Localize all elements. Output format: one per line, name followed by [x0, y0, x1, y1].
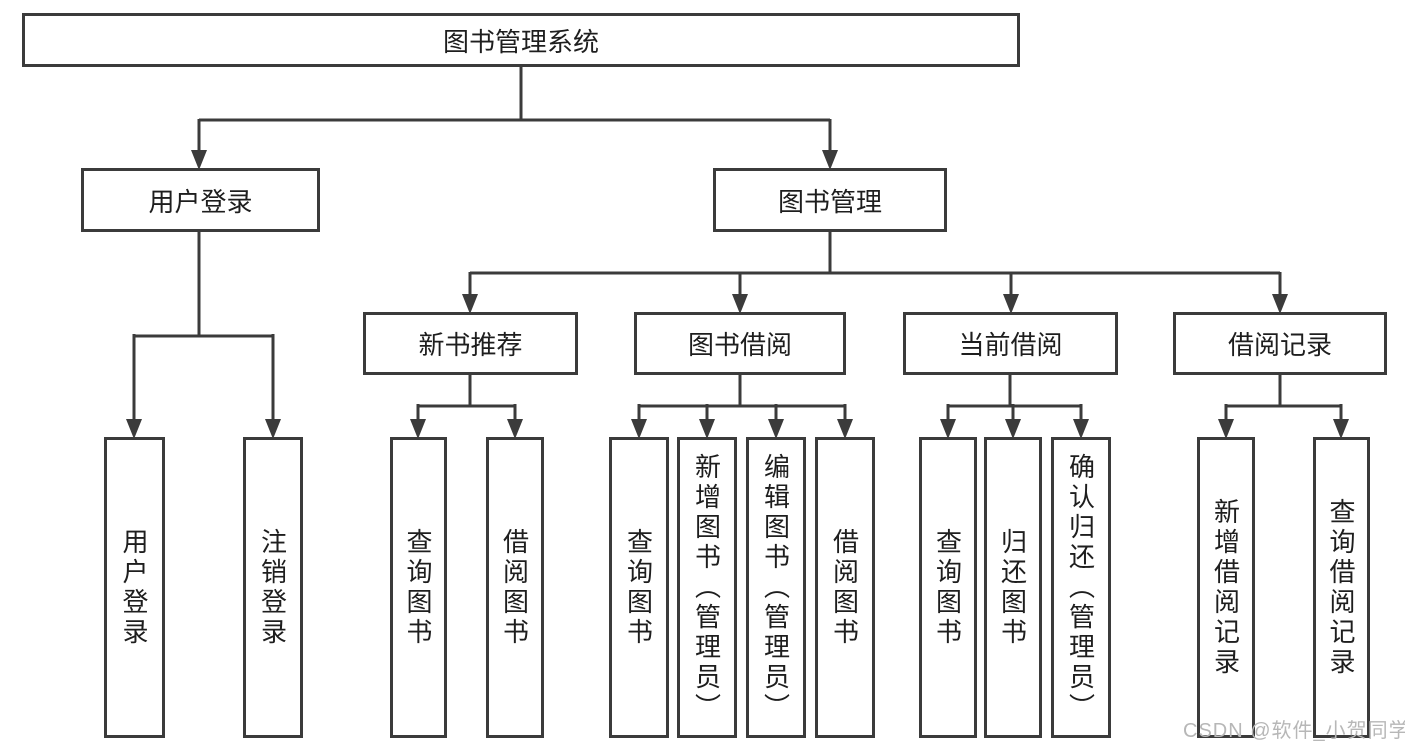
leaf-edit-books-admin: 编辑图书（管理员）	[746, 437, 806, 738]
leaf-add-books-admin: 新增图书（管理员）	[677, 437, 737, 738]
leaf-borrow-books-recommend-label: 借阅图书	[499, 527, 530, 648]
leaf-borrow-books-borrowing-label: 借阅图书	[829, 527, 860, 648]
leaf-borrow-books-recommend: 借阅图书	[486, 437, 544, 738]
leaf-query-books-current: 查询图书	[919, 437, 977, 738]
leaf-logout-login-label: 注销登录	[257, 527, 288, 648]
node-current-borrowing: 当前借阅	[903, 312, 1118, 375]
leaf-return-books: 归还图书	[984, 437, 1042, 738]
csdn-watermark: CSDN @软件_小贺同学	[1183, 720, 1405, 742]
leaf-query-borrow-record-label: 查询借阅记录	[1326, 497, 1356, 678]
node-new-book-recommend: 新书推荐	[363, 312, 578, 375]
leaf-borrow-books-borrowing: 借阅图书	[815, 437, 875, 738]
leaf-user-login: 用户登录	[104, 437, 165, 738]
leaf-query-books-current-label: 查询图书	[932, 527, 963, 648]
leaf-logout-login: 注销登录	[243, 437, 303, 738]
leaf-confirm-return-admin-label: 确认归还（管理员）	[1065, 452, 1096, 723]
node-book-borrowing: 图书借阅	[634, 312, 846, 375]
node-book-management: 图书管理	[713, 168, 947, 232]
leaf-confirm-return-admin: 确认归还（管理员）	[1051, 437, 1111, 738]
leaf-edit-books-admin-label: 编辑图书（管理员）	[760, 452, 791, 723]
leaf-query-books-borrowing: 查询图书	[609, 437, 669, 738]
leaf-query-books-recommend-label: 查询图书	[403, 527, 433, 648]
leaf-query-borrow-record: 查询借阅记录	[1313, 437, 1370, 738]
leaf-return-books-label: 归还图书	[997, 527, 1028, 648]
leaf-query-books-borrowing-label: 查询图书	[623, 527, 654, 648]
leaf-add-books-admin-label: 新增图书（管理员）	[691, 452, 722, 723]
arrowheads	[126, 150, 1349, 439]
leaf-user-login-label: 用户登录	[119, 527, 149, 648]
leaf-add-borrow-record: 新增借阅记录	[1197, 437, 1255, 738]
node-user-login: 用户登录	[81, 168, 320, 232]
leaf-add-borrow-record-label: 新增借阅记录	[1210, 497, 1241, 678]
node-borrowing-records: 借阅记录	[1173, 312, 1387, 375]
node-library-management-system: 图书管理系统	[22, 13, 1020, 67]
leaf-query-books-recommend: 查询图书	[390, 437, 447, 738]
